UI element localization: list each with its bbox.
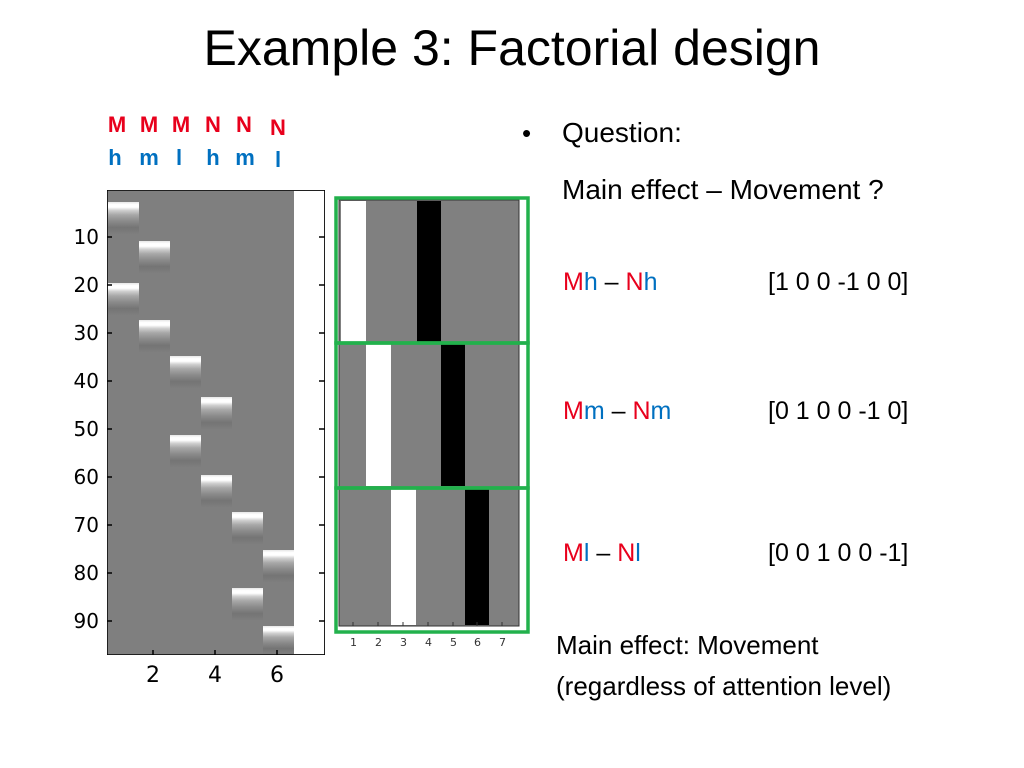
- design-y-tick: 50: [73, 417, 99, 441]
- design-x-tick: 4: [208, 663, 222, 688]
- design-y-tick: 60: [73, 465, 99, 489]
- condition-top-5: N: [236, 112, 252, 137]
- condition-bottom-3: l: [175, 145, 183, 170]
- contrast-x-tick: 6: [474, 636, 481, 649]
- design-x-tick: 2: [146, 663, 160, 688]
- design-y-tick: 20: [73, 273, 99, 297]
- contrast-vector-2: [0 1 0 0 -1 0]: [768, 397, 909, 425]
- condition-top-4: N: [205, 112, 221, 137]
- design-matrix-image: [107, 190, 325, 655]
- contrast-x-tick: 7: [499, 636, 506, 649]
- note-line-1: Main effect: Movement: [556, 630, 819, 660]
- contrast-x-tick: 1: [350, 636, 357, 649]
- contrast-x-tick: 3: [400, 636, 407, 649]
- design-y-tick: 10: [73, 225, 99, 249]
- design-y-tick: 40: [73, 369, 99, 393]
- condition-bottom-1: h: [108, 145, 122, 170]
- condition-bottom-5: m: [235, 145, 255, 170]
- contrast-label-2: Mm – Nm: [563, 397, 672, 425]
- condition-top-2: M: [139, 112, 159, 137]
- design-y-tick: 70: [73, 513, 99, 537]
- contrast-x-tick: 4: [425, 636, 432, 649]
- contrast-x-tick: 5: [450, 636, 457, 649]
- condition-top-6: N: [270, 115, 286, 140]
- contrast-vector-1: [1 0 0 -1 0 0]: [768, 268, 909, 296]
- contrast-x-tick: 2: [375, 636, 382, 649]
- design-y-tick: 80: [73, 561, 99, 585]
- page-title: Example 3: Factorial design: [203, 20, 821, 76]
- bullet-dot-icon: •: [522, 118, 532, 148]
- condition-top-3: M: [171, 112, 191, 137]
- contrast-label-1: Mh – Nh: [563, 268, 658, 296]
- design-y-tick: 30: [73, 321, 99, 345]
- contrast-matrix-image: [334, 196, 530, 634]
- design-x-tick: 6: [270, 663, 284, 688]
- contrast-label-3: Ml – Nl: [563, 539, 641, 567]
- contrast-x-ticks: 1 2 3 4 5 6 7: [340, 636, 540, 650]
- contrast-vector-3: [0 0 1 0 0 -1]: [768, 539, 909, 567]
- question-label: Question:: [562, 117, 682, 148]
- design-y-tick: 90: [73, 609, 99, 633]
- question-subtitle: Main effect – Movement ?: [562, 174, 884, 205]
- condition-bottom-2: m: [139, 145, 159, 170]
- note-line-2: (regardless of attention level): [556, 671, 892, 701]
- condition-bottom-6: l: [274, 147, 282, 172]
- condition-bottom-4: h: [206, 145, 220, 170]
- condition-top-1: M: [107, 112, 127, 137]
